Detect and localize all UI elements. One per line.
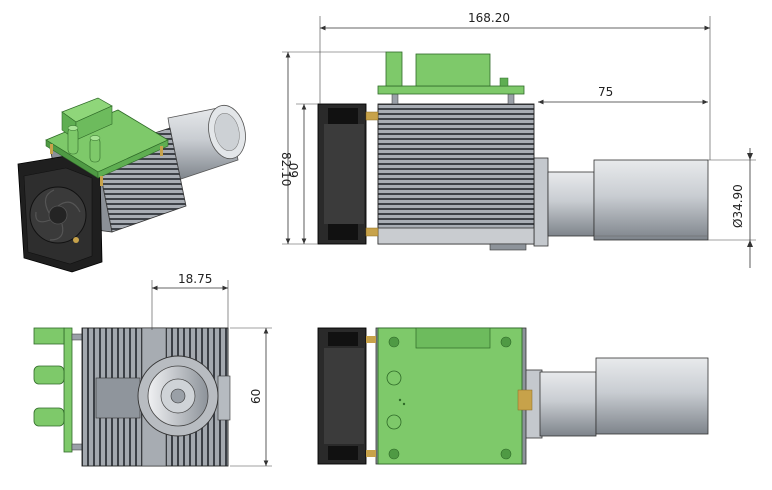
dim-overall-length-label: 168.20 (468, 11, 510, 25)
dim-fan-offset-label: 18.75 (178, 272, 212, 286)
isometric-view (17, 97, 246, 273)
side-view: 168.20 75 82.10 60 Ø34.90 (279, 11, 756, 268)
dim-fan-offset: 18.75 (151, 272, 229, 330)
dim-overall-length: 168.20 (319, 11, 711, 160)
iso-pcb (45, 97, 169, 186)
top-fan (317, 327, 376, 465)
end-lens (137, 355, 219, 437)
dim-body-height-label: 60 (287, 163, 301, 178)
side-lens (533, 157, 709, 247)
top-pcb (377, 327, 533, 465)
side-pcb (377, 51, 525, 105)
side-heatsink (377, 103, 535, 251)
iso-fan (17, 155, 103, 273)
dim-lens-length-label: 75 (598, 85, 613, 99)
side-fan (317, 103, 379, 245)
iso-lens (167, 104, 246, 181)
top-lens (521, 357, 709, 439)
dim-total-height-label: 82.10 (279, 152, 293, 186)
dim-lens-diameter-label: Ø34.90 (731, 184, 745, 228)
dim-end-height: 60 (230, 327, 272, 467)
dim-total-height: 82.10 (279, 51, 386, 245)
dim-end-height-label: 60 (249, 389, 263, 404)
dim-lens-length: 75 (538, 85, 708, 105)
dim-lens-diameter: Ø34.90 (708, 148, 756, 268)
dim-body-height: 60 (287, 103, 318, 244)
top-view (317, 327, 709, 465)
end-view: 18.75 60 (33, 272, 272, 467)
end-pcb (33, 327, 83, 453)
end-heatsink (81, 327, 231, 467)
